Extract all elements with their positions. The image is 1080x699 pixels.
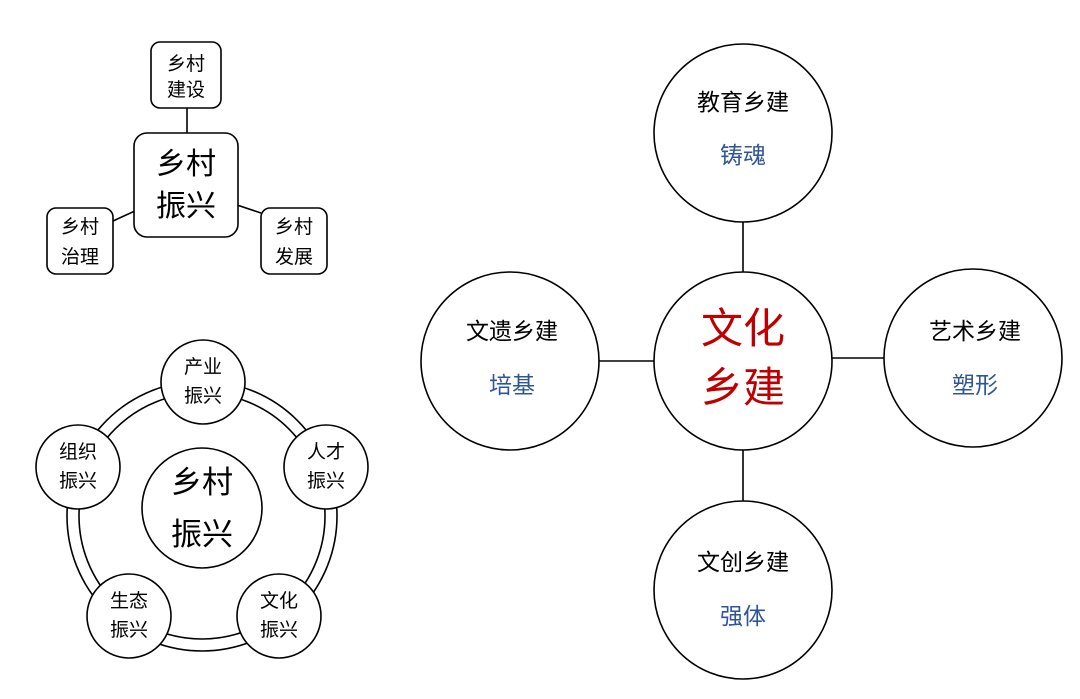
box-rural-construction bbox=[150, 41, 222, 109]
art-title: 艺术乡建 bbox=[929, 319, 1021, 345]
heritage-title: 文遗乡建 bbox=[466, 319, 558, 345]
node-organization-line2: 振兴 bbox=[59, 470, 97, 492]
box-top-line1: 乡村 bbox=[167, 53, 205, 75]
box-right-line1: 乡村 bbox=[275, 216, 313, 238]
box-left-line1: 乡村 bbox=[61, 216, 99, 238]
circle-heritage bbox=[420, 271, 600, 451]
diagram-c-labels: 教育乡建 铸魂 文化 乡建 文遗乡建 培基 艺术乡建 塑形 文创乡建 强体 bbox=[466, 90, 1021, 630]
circle-ecology bbox=[86, 573, 172, 659]
node-culture-line1: 文化 bbox=[260, 590, 298, 612]
box-rural-development bbox=[260, 207, 328, 275]
education-title: 教育乡建 bbox=[697, 90, 789, 116]
node-culture-line2: 振兴 bbox=[260, 619, 298, 641]
circle-talent bbox=[283, 424, 369, 510]
connector-left bbox=[112, 209, 138, 222]
circle-education bbox=[653, 43, 833, 223]
education-sub: 铸魂 bbox=[720, 143, 766, 169]
box-center-revitalization bbox=[133, 132, 239, 238]
node-ecology-line2: 振兴 bbox=[110, 619, 148, 641]
diagram-cultural-rural-construction bbox=[420, 43, 1063, 680]
box-top-line2: 建设 bbox=[167, 79, 205, 101]
circle-culture-center bbox=[653, 271, 833, 451]
creative-sub: 强体 bbox=[720, 604, 766, 630]
ring-center-line1: 乡村 bbox=[171, 465, 233, 501]
circle-culture bbox=[236, 573, 322, 659]
box-center-line2: 振兴 bbox=[156, 189, 216, 224]
node-talent-line2: 振兴 bbox=[307, 470, 345, 492]
circle-art bbox=[883, 268, 1063, 448]
diagram-rural-revitalization-boxes bbox=[46, 41, 328, 275]
diagram-b-labels: 乡村 振兴 产业 振兴 人才 振兴 文化 振兴 生态 振兴 组织 振兴 bbox=[59, 356, 345, 641]
node-industry-line2: 振兴 bbox=[184, 385, 222, 407]
center-line2: 乡建 bbox=[701, 363, 785, 412]
node-talent-line1: 人才 bbox=[307, 441, 345, 463]
box-left-line2: 治理 bbox=[61, 246, 99, 268]
circle-creative bbox=[653, 500, 833, 680]
node-ecology-line1: 生态 bbox=[110, 590, 148, 612]
circle-organization bbox=[35, 424, 121, 510]
box-right-line2: 发展 bbox=[275, 246, 313, 268]
circle-industry bbox=[160, 339, 246, 425]
box-center-line1: 乡村 bbox=[156, 147, 216, 182]
diagram-a-labels: 乡村 建设 乡村 振兴 乡村 治理 乡村 发展 bbox=[61, 53, 313, 268]
node-industry-line1: 产业 bbox=[184, 356, 222, 378]
circle-center-revitalization bbox=[141, 447, 263, 569]
connector-right bbox=[236, 204, 262, 214]
creative-title: 文创乡建 bbox=[697, 550, 789, 576]
ring-center-line2: 振兴 bbox=[171, 517, 233, 553]
art-sub: 塑形 bbox=[952, 373, 998, 399]
node-organization-line1: 组织 bbox=[59, 441, 97, 463]
heritage-sub: 培基 bbox=[489, 373, 535, 399]
center-line1: 文化 bbox=[701, 304, 785, 353]
box-rural-governance bbox=[46, 207, 114, 275]
diagram-five-revitalizations bbox=[35, 339, 369, 659]
